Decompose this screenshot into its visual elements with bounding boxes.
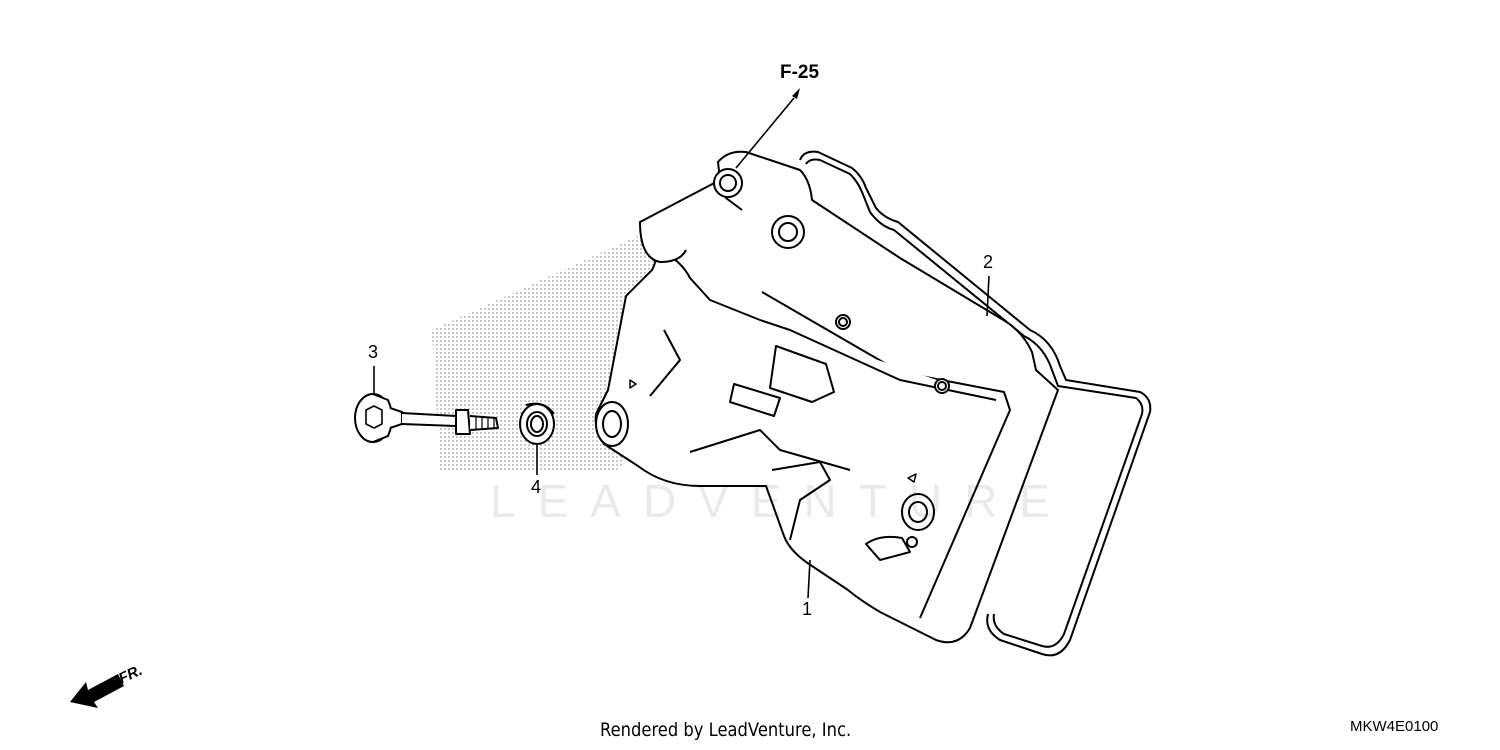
reference-label: F-25 xyxy=(780,62,820,83)
watermark: LEADVENTURE xyxy=(490,475,1072,527)
part-label-2: 2 xyxy=(983,252,994,272)
part-label-3: 3 xyxy=(368,342,379,362)
part-label-4: 4 xyxy=(531,477,542,497)
diagram-code: MKW4E0100 xyxy=(1350,718,1439,735)
part-label-1: 1 xyxy=(802,599,813,619)
leader-lines xyxy=(373,97,990,599)
washer-drawing xyxy=(519,402,555,445)
footer-credit: Rendered by LeadVenture, Inc. xyxy=(600,719,852,741)
reference-arrow-icon xyxy=(792,88,800,99)
gasket-drawing xyxy=(799,150,1152,657)
head-cover-drawing xyxy=(594,150,1059,644)
front-direction-arrow-icon xyxy=(70,674,124,708)
bolt-drawing xyxy=(354,393,499,443)
